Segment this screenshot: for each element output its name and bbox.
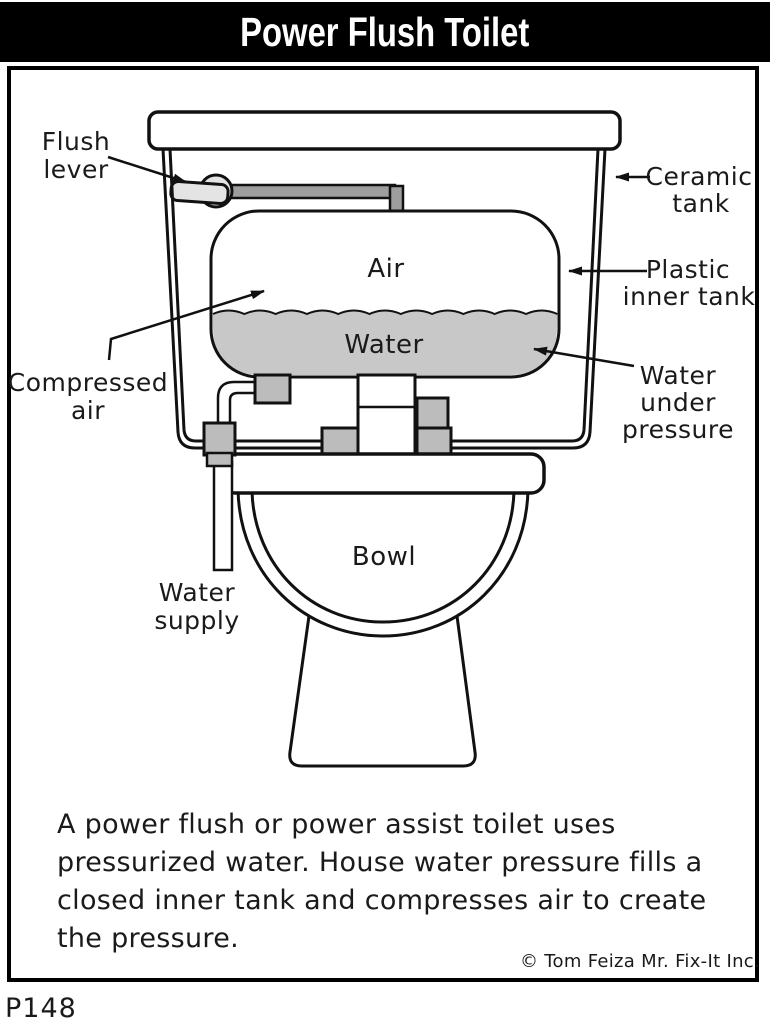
label-compressed-air-line1: Compressed (8, 368, 168, 397)
inlet-pipe-inner (228, 391, 256, 426)
page-title: Power Flush Toilet (240, 8, 530, 55)
title-bar: Power Flush Toilet (0, 2, 770, 62)
label-plastic-inner-tank-line2: inner tank (623, 282, 756, 311)
caption-line-3: closed inner tank and compresses air to … (57, 885, 707, 916)
label-water-supply-line1: Water (159, 578, 236, 607)
flush-rod (225, 183, 397, 200)
flush-lever-handle (169, 180, 230, 206)
label-compressed-air-line2: air (71, 396, 105, 425)
bowl-rim (220, 452, 546, 495)
label-water-under-pressure-line1: Water (640, 361, 717, 390)
label-water-under-pressure-line3: pressure (622, 415, 734, 444)
water-surface-wave (212, 309, 558, 316)
tank-lid (147, 110, 622, 151)
label-flush-lever-line2: lever (43, 155, 109, 184)
flush-valve-body (356, 373, 417, 457)
flush-rod-drop (388, 184, 405, 215)
valve-right-block (415, 396, 450, 432)
figure-caption: A power flush or power assist toilet use… (57, 806, 727, 958)
caption-line-1: A power flush or power assist toilet use… (57, 809, 616, 840)
supply-shutoff-fitting (202, 421, 237, 457)
water-supply-pipe (212, 460, 234, 572)
label-water-under-pressure-line2: under (640, 388, 716, 417)
label-ceramic-tank-line1: Ceramic (646, 162, 753, 191)
bowl-inner (250, 490, 516, 624)
label-plastic-inner-tank-line1: Plastic (646, 255, 730, 284)
inner-tank-water-fill (213, 310, 558, 375)
page-code: P148 (5, 993, 77, 1024)
inner-tank-inlet-stub (253, 373, 292, 405)
caption-line-4: the pressure. (57, 923, 239, 954)
left-pipe-coupling (320, 426, 360, 456)
label-ceramic-tank-line2: tank (672, 189, 729, 218)
label-flush-lever-line1: Flush (42, 127, 111, 156)
right-pipe-coupling (415, 426, 453, 456)
caption-line-2: pressurized water. House water pressure … (57, 847, 703, 878)
inlet-pipe-outer (216, 380, 256, 426)
label-water-supply-line2: supply (154, 606, 239, 635)
label-air: Air (367, 254, 404, 284)
copyright-credit: © Tom Feiza Mr. Fix-It Inc. (519, 951, 760, 972)
water-under-pressure-arrow (533, 346, 635, 368)
flush-lever-arrow (107, 155, 187, 184)
label-bowl: Bowl (352, 542, 416, 572)
label-water: Water (344, 330, 423, 360)
supply-fitting-collar (205, 451, 234, 468)
compressed-air-arrow (107, 289, 265, 361)
toilet-pedestal (288, 614, 477, 768)
